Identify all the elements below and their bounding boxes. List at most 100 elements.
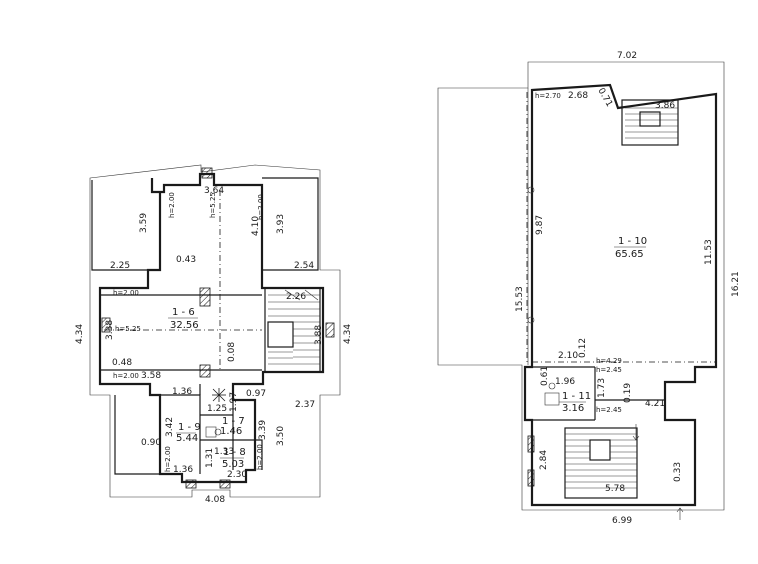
dim-0-12: 0.12	[578, 338, 588, 358]
dim-3-38: 3.38	[105, 320, 115, 340]
dim-1-97: 1.97	[229, 392, 239, 412]
dim-4-34-right: 4.34	[343, 324, 353, 344]
svg-text:1 - 8: 1 - 8	[223, 447, 246, 458]
dim-4-34-left: 4.34	[75, 324, 85, 344]
vent-shaft-3	[199, 364, 211, 378]
bottom-extension	[114, 395, 263, 475]
right-upper-staircase	[621, 99, 679, 146]
right-outline	[437, 61, 725, 511]
dim-1-96: 1.96	[555, 377, 575, 387]
right-partition-1	[532, 366, 596, 421]
dim-3-59: 3.59	[139, 213, 149, 233]
window-right-plan-2	[527, 469, 535, 487]
entry-arrow-icon	[676, 507, 684, 520]
dim-2-25: 2.25	[110, 261, 130, 271]
vent-shaft-2	[199, 287, 211, 307]
dim-2-26: 2.26	[286, 292, 306, 302]
dim-2-37: 2.37	[295, 400, 315, 410]
svg-text:65.65: 65.65	[615, 249, 644, 260]
dim-1-36: 1.36	[172, 387, 192, 397]
dim-h-5-25: h=5.25	[209, 192, 217, 218]
dim-0-08: 0.08	[227, 342, 237, 362]
dim-1-73: 1.73	[597, 378, 607, 398]
light-fixture-icon	[212, 388, 226, 402]
window-right-plan-1	[527, 435, 535, 453]
arrow-down-icon	[632, 424, 640, 441]
dim-2-84: 2.84	[539, 450, 549, 470]
right-floor-plan: 7.02 h=2.70 2.68 0.71 3.86 9.87 15.53 11…	[437, 51, 741, 526]
svg-text:1 - 9: 1 - 9	[178, 422, 201, 433]
room-1-8: 1 - 8 5.03	[220, 447, 246, 470]
window-right-1	[325, 322, 335, 338]
window-bottom-1	[185, 479, 197, 489]
dim-0-43: 0.43	[176, 255, 196, 265]
left-wall-upper	[91, 180, 148, 271]
right-lower-staircase	[564, 427, 638, 499]
dim-h-2-70: h=2.70	[535, 92, 561, 100]
svg-text:5.44: 5.44	[176, 433, 198, 444]
vent-shaft-1	[201, 167, 213, 179]
left-staircase	[264, 287, 321, 373]
room-1-7: 1 - 7 1.46	[220, 416, 245, 437]
window-bottom-2	[219, 479, 231, 489]
dim-3-64: 3.64	[204, 186, 224, 196]
dim-0-61: 0.61	[540, 366, 550, 386]
svg-text:32.56: 32.56	[170, 320, 199, 331]
fixture-circle-1	[214, 428, 222, 436]
svg-text:1.46: 1.46	[220, 426, 242, 437]
dim-0-33: 0.33	[673, 462, 683, 482]
left-outline	[89, 164, 341, 498]
dim-3-86: 3.86	[655, 101, 675, 111]
dim-1-33: 1.33	[214, 447, 234, 457]
dim-2-10: 2.10	[558, 351, 578, 361]
right-exterior-wall	[523, 83, 718, 507]
svg-text:1 - 6: 1 - 6	[172, 307, 195, 318]
dim-h-2-00-b: h=2.00	[257, 194, 265, 220]
dim-3-58: 3.58	[141, 371, 161, 381]
room-1-9: 1 - 9 5.44	[176, 422, 201, 444]
dim-3-93: 3.93	[276, 214, 286, 234]
dim-16-21: 16.21	[731, 271, 741, 297]
dim-11-53: 11.53	[704, 239, 714, 265]
room-1-10: 1 - 10 65.65	[614, 236, 647, 260]
dim-h-2-45-b: h=2.45	[596, 406, 622, 414]
dim-3-42: 3.42	[165, 417, 175, 437]
dim-4-10: 4.10	[251, 216, 261, 236]
dim-4-21: 4.21	[645, 399, 665, 409]
dim-7-02: 7.02	[617, 51, 637, 61]
dim-2-30: 2.30	[227, 470, 247, 480]
dim-9-87: 9.87	[535, 215, 545, 235]
left-partition-4	[199, 384, 234, 470]
toilet-fixture	[548, 382, 556, 390]
dim-5-78: 5.78	[605, 484, 625, 494]
room-1-11: 1 - 11 3.16	[559, 391, 591, 414]
dim-h-2-00-c: h=2.00	[113, 289, 139, 297]
left-floor-plan: 3.64 3.59 h=2.00 h=5.25 h=2.00 4.10 3.93…	[75, 164, 353, 505]
dim-h-4-29: h=4.29	[596, 357, 622, 365]
svg-text:5.03: 5.03	[222, 459, 244, 470]
svg-text:1 - 11: 1 - 11	[562, 391, 591, 402]
dim-h-5-25-b: h=5.25	[115, 325, 141, 333]
dim-h-2-00-a: h=2.00	[168, 192, 176, 218]
dim-h-2-00-d: h=2.00	[113, 372, 139, 380]
left-wall-upper-right	[262, 177, 319, 271]
sink-fixture	[544, 392, 560, 406]
room-1-6: 1 - 6 32.56	[168, 307, 199, 331]
dim-0-97: 0.97	[246, 389, 266, 399]
dim-3-88: 3.88	[314, 325, 324, 345]
svg-text:1 - 10: 1 - 10	[618, 236, 647, 247]
dim-2-68: 2.68	[568, 91, 588, 101]
dim-2-54: 2.54	[294, 261, 314, 271]
dim-1-36-b: 1.36	[173, 465, 193, 475]
dim-6-99: 6.99	[612, 516, 632, 526]
dim-3-39: 3.39	[258, 420, 268, 440]
dim-h-2-00-f: h=2.00	[256, 444, 264, 470]
dim-15-53: 15.53	[515, 286, 525, 312]
dim-1-31: 1.31	[205, 448, 215, 468]
dim-0-48: 0.48	[112, 358, 132, 368]
dim-0-90: 0.90	[141, 438, 161, 448]
svg-text:3.16: 3.16	[562, 403, 584, 414]
dim-h-2-00-e: h=2.00	[164, 446, 172, 472]
dim-3-50: 3.50	[276, 426, 286, 446]
